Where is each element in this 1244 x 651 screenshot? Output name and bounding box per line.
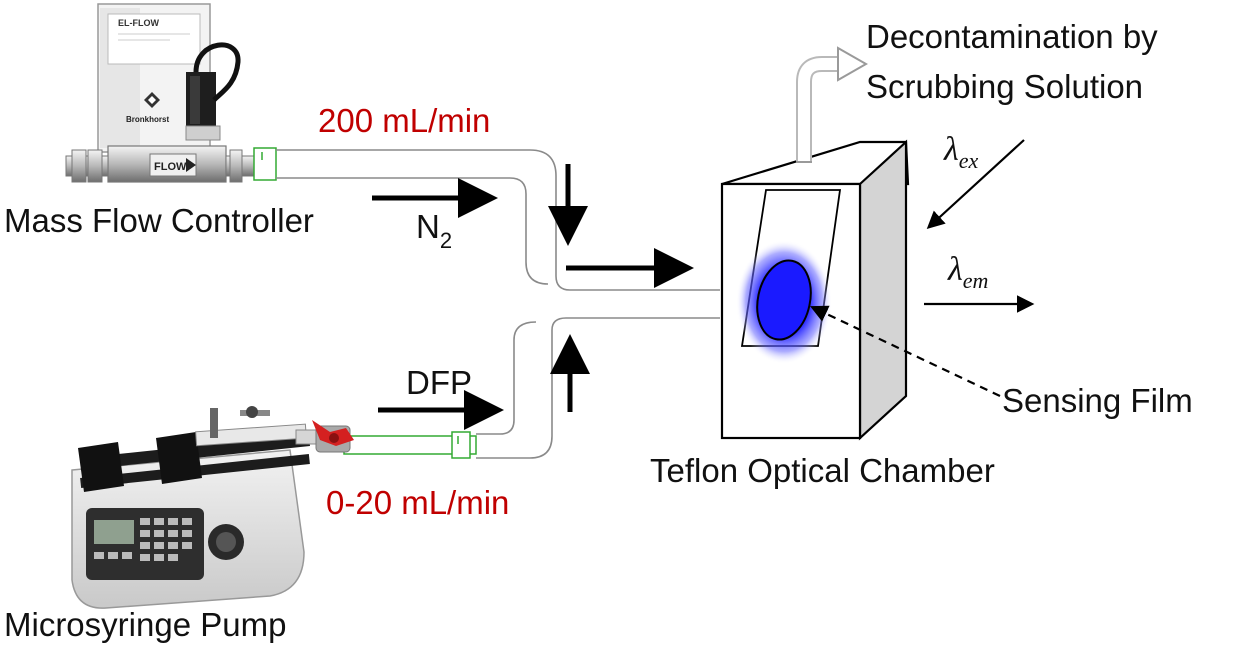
n2-tube-inner bbox=[276, 177, 549, 285]
emission-label: λem bbox=[947, 251, 988, 293]
dfp-tube-outer bbox=[476, 317, 720, 459]
emission-label-main: λ bbox=[947, 251, 963, 288]
optics-arrows bbox=[810, 139, 1035, 397]
mass-flow-controller-icon: EL-FLOW Bronkhorst FLOW bbox=[65, 3, 257, 183]
tubing bbox=[276, 149, 720, 459]
syringe-pump-icon bbox=[71, 406, 341, 609]
mfc-maker-text: Bronkhorst bbox=[126, 115, 169, 124]
excitation-arrow bbox=[926, 139, 1025, 229]
sensing-film-label: Sensing Film bbox=[1002, 382, 1193, 419]
decontamination-label-line2: Scrubbing Solution bbox=[866, 68, 1143, 105]
n2-label: N2 bbox=[416, 208, 452, 253]
excitation-label-sub: ex bbox=[959, 148, 979, 173]
valve-icon bbox=[312, 420, 354, 453]
n2-label-sub: 2 bbox=[440, 228, 452, 253]
optical-chamber bbox=[720, 46, 910, 441]
decontamination-label-line1: Decontamination by bbox=[866, 18, 1158, 55]
emission-label-sub: em bbox=[963, 268, 989, 293]
n2-label-main: N bbox=[416, 208, 440, 245]
excitation-label: λex bbox=[943, 131, 978, 173]
mfc-label: Mass Flow Controller bbox=[4, 202, 314, 239]
mfc-outlet-fitting bbox=[253, 147, 277, 181]
dfp-tube-inner bbox=[476, 321, 537, 435]
sensing-film-disc bbox=[756, 259, 812, 341]
flow-arrows bbox=[372, 164, 694, 430]
outlet-arrowhead bbox=[837, 46, 869, 82]
n2-flow-rate: 200 mL/min bbox=[318, 102, 490, 139]
pump-label: Microsyringe Pump bbox=[4, 606, 286, 643]
mfc-flow-text: FLOW bbox=[154, 161, 187, 173]
dfp-label: DFP bbox=[406, 364, 472, 401]
chamber-side-face bbox=[858, 139, 908, 441]
sensing-film-pointer bbox=[810, 305, 1001, 397]
chamber-label: Teflon Optical Chamber bbox=[650, 452, 995, 489]
dfp-inlet-tube bbox=[343, 431, 477, 459]
excitation-label-main: λ bbox=[943, 131, 959, 168]
dfp-flow-rate: 0-20 mL/min bbox=[326, 484, 509, 521]
mfc-brand-text: EL-FLOW bbox=[118, 18, 159, 28]
